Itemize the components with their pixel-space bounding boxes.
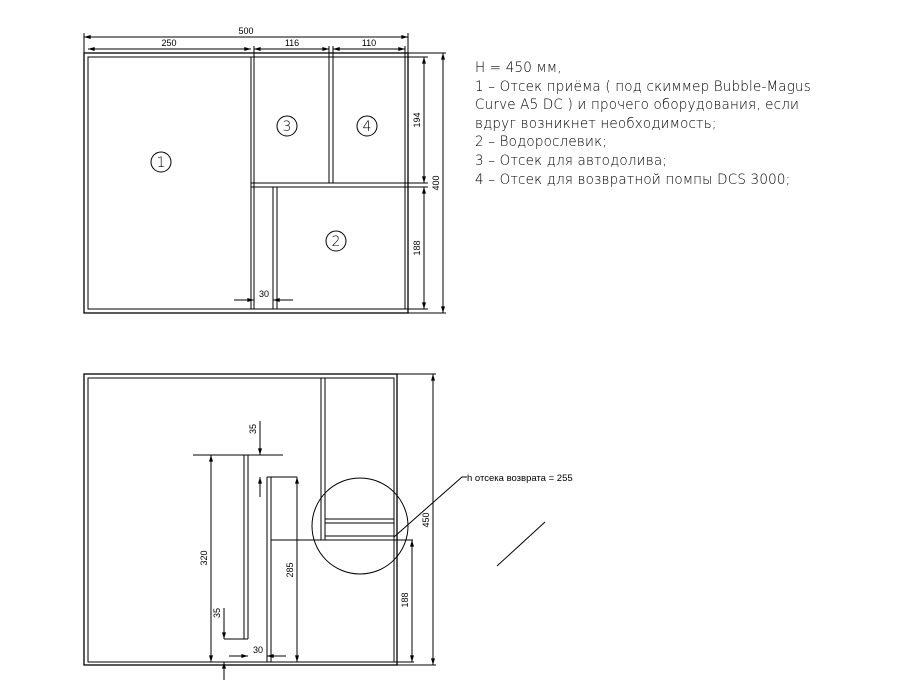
svg-text:188: 188 <box>412 240 422 255</box>
svg-text:250: 250 <box>161 38 176 48</box>
svg-text:35: 35 <box>212 608 222 618</box>
svg-text:188: 188 <box>400 592 410 607</box>
dimension-116: 116 <box>253 38 330 57</box>
dimension-35-top: 35 <box>248 421 262 497</box>
dimension-110: 110 <box>332 38 406 57</box>
dimension-188-side: 188 <box>394 540 414 663</box>
svg-text:116: 116 <box>285 38 299 48</box>
note-line: вдруг возникнет необходимость; <box>475 115 717 132</box>
dimension-188-top: 188 <box>405 187 428 310</box>
leader-line <box>393 476 467 538</box>
svg-text:35: 35 <box>248 424 258 434</box>
top-view-plan: 500 250 116 110 194 188 400 <box>83 26 446 314</box>
dimension-30-top: 30 <box>234 289 293 302</box>
dimension-500: 500 <box>83 26 409 53</box>
svg-text:3: 3 <box>283 119 292 135</box>
svg-text:500: 500 <box>238 26 253 36</box>
compartment-labels: 1 3 4 2 <box>150 115 378 252</box>
note-line: Curve A5 DC ) и прочего оборудования, ес… <box>475 97 800 114</box>
inner-wall <box>87 377 395 663</box>
svg-text:194: 194 <box>412 112 422 127</box>
note-line: 2 – Водорослевик; <box>475 134 608 151</box>
svg-text:110: 110 <box>362 38 376 48</box>
note-line: 1 – Отсек приёма ( под скиммер Bubble-Ma… <box>475 78 811 95</box>
svg-text:285: 285 <box>285 562 295 577</box>
note-line: 3 – Отсек для автодолива; <box>475 152 668 169</box>
detail-circle <box>311 477 409 575</box>
svg-text:30: 30 <box>253 645 263 655</box>
dimension-400: 400 <box>431 53 445 314</box>
svg-text:320: 320 <box>199 550 209 565</box>
dimension-35-bottom: 35 <box>212 608 226 680</box>
return-height-note: h отсека возврата = 255 <box>467 473 573 484</box>
note-line: H = 450 мм, <box>475 60 562 76</box>
svg-text:4: 4 <box>363 119 372 135</box>
dimension-194: 194 <box>405 56 428 183</box>
partitions <box>250 57 428 309</box>
svg-text:400: 400 <box>431 175 441 190</box>
dimension-450: 450 <box>421 373 435 665</box>
dimension-250: 250 <box>87 38 251 51</box>
svg-text:30: 30 <box>259 289 269 299</box>
dimension-30-side: 30 <box>229 645 286 658</box>
side-view-section: h отсека возврата = 255 450 188 320 285 … <box>83 373 573 680</box>
svg-text:1: 1 <box>157 155 166 171</box>
svg-text:450: 450 <box>421 512 431 527</box>
note-line: 4 – Отсек для возвратной помпы DCS 3000; <box>475 171 791 188</box>
dimension-320: 320 <box>193 454 283 662</box>
svg-text:2: 2 <box>332 234 341 250</box>
outer-wall <box>83 373 398 666</box>
stray-line <box>496 521 546 567</box>
legend-notes: H = 450 мм, 1 – Отсек приёма ( под скимм… <box>475 59 811 189</box>
dimension-285: 285 <box>285 476 299 662</box>
